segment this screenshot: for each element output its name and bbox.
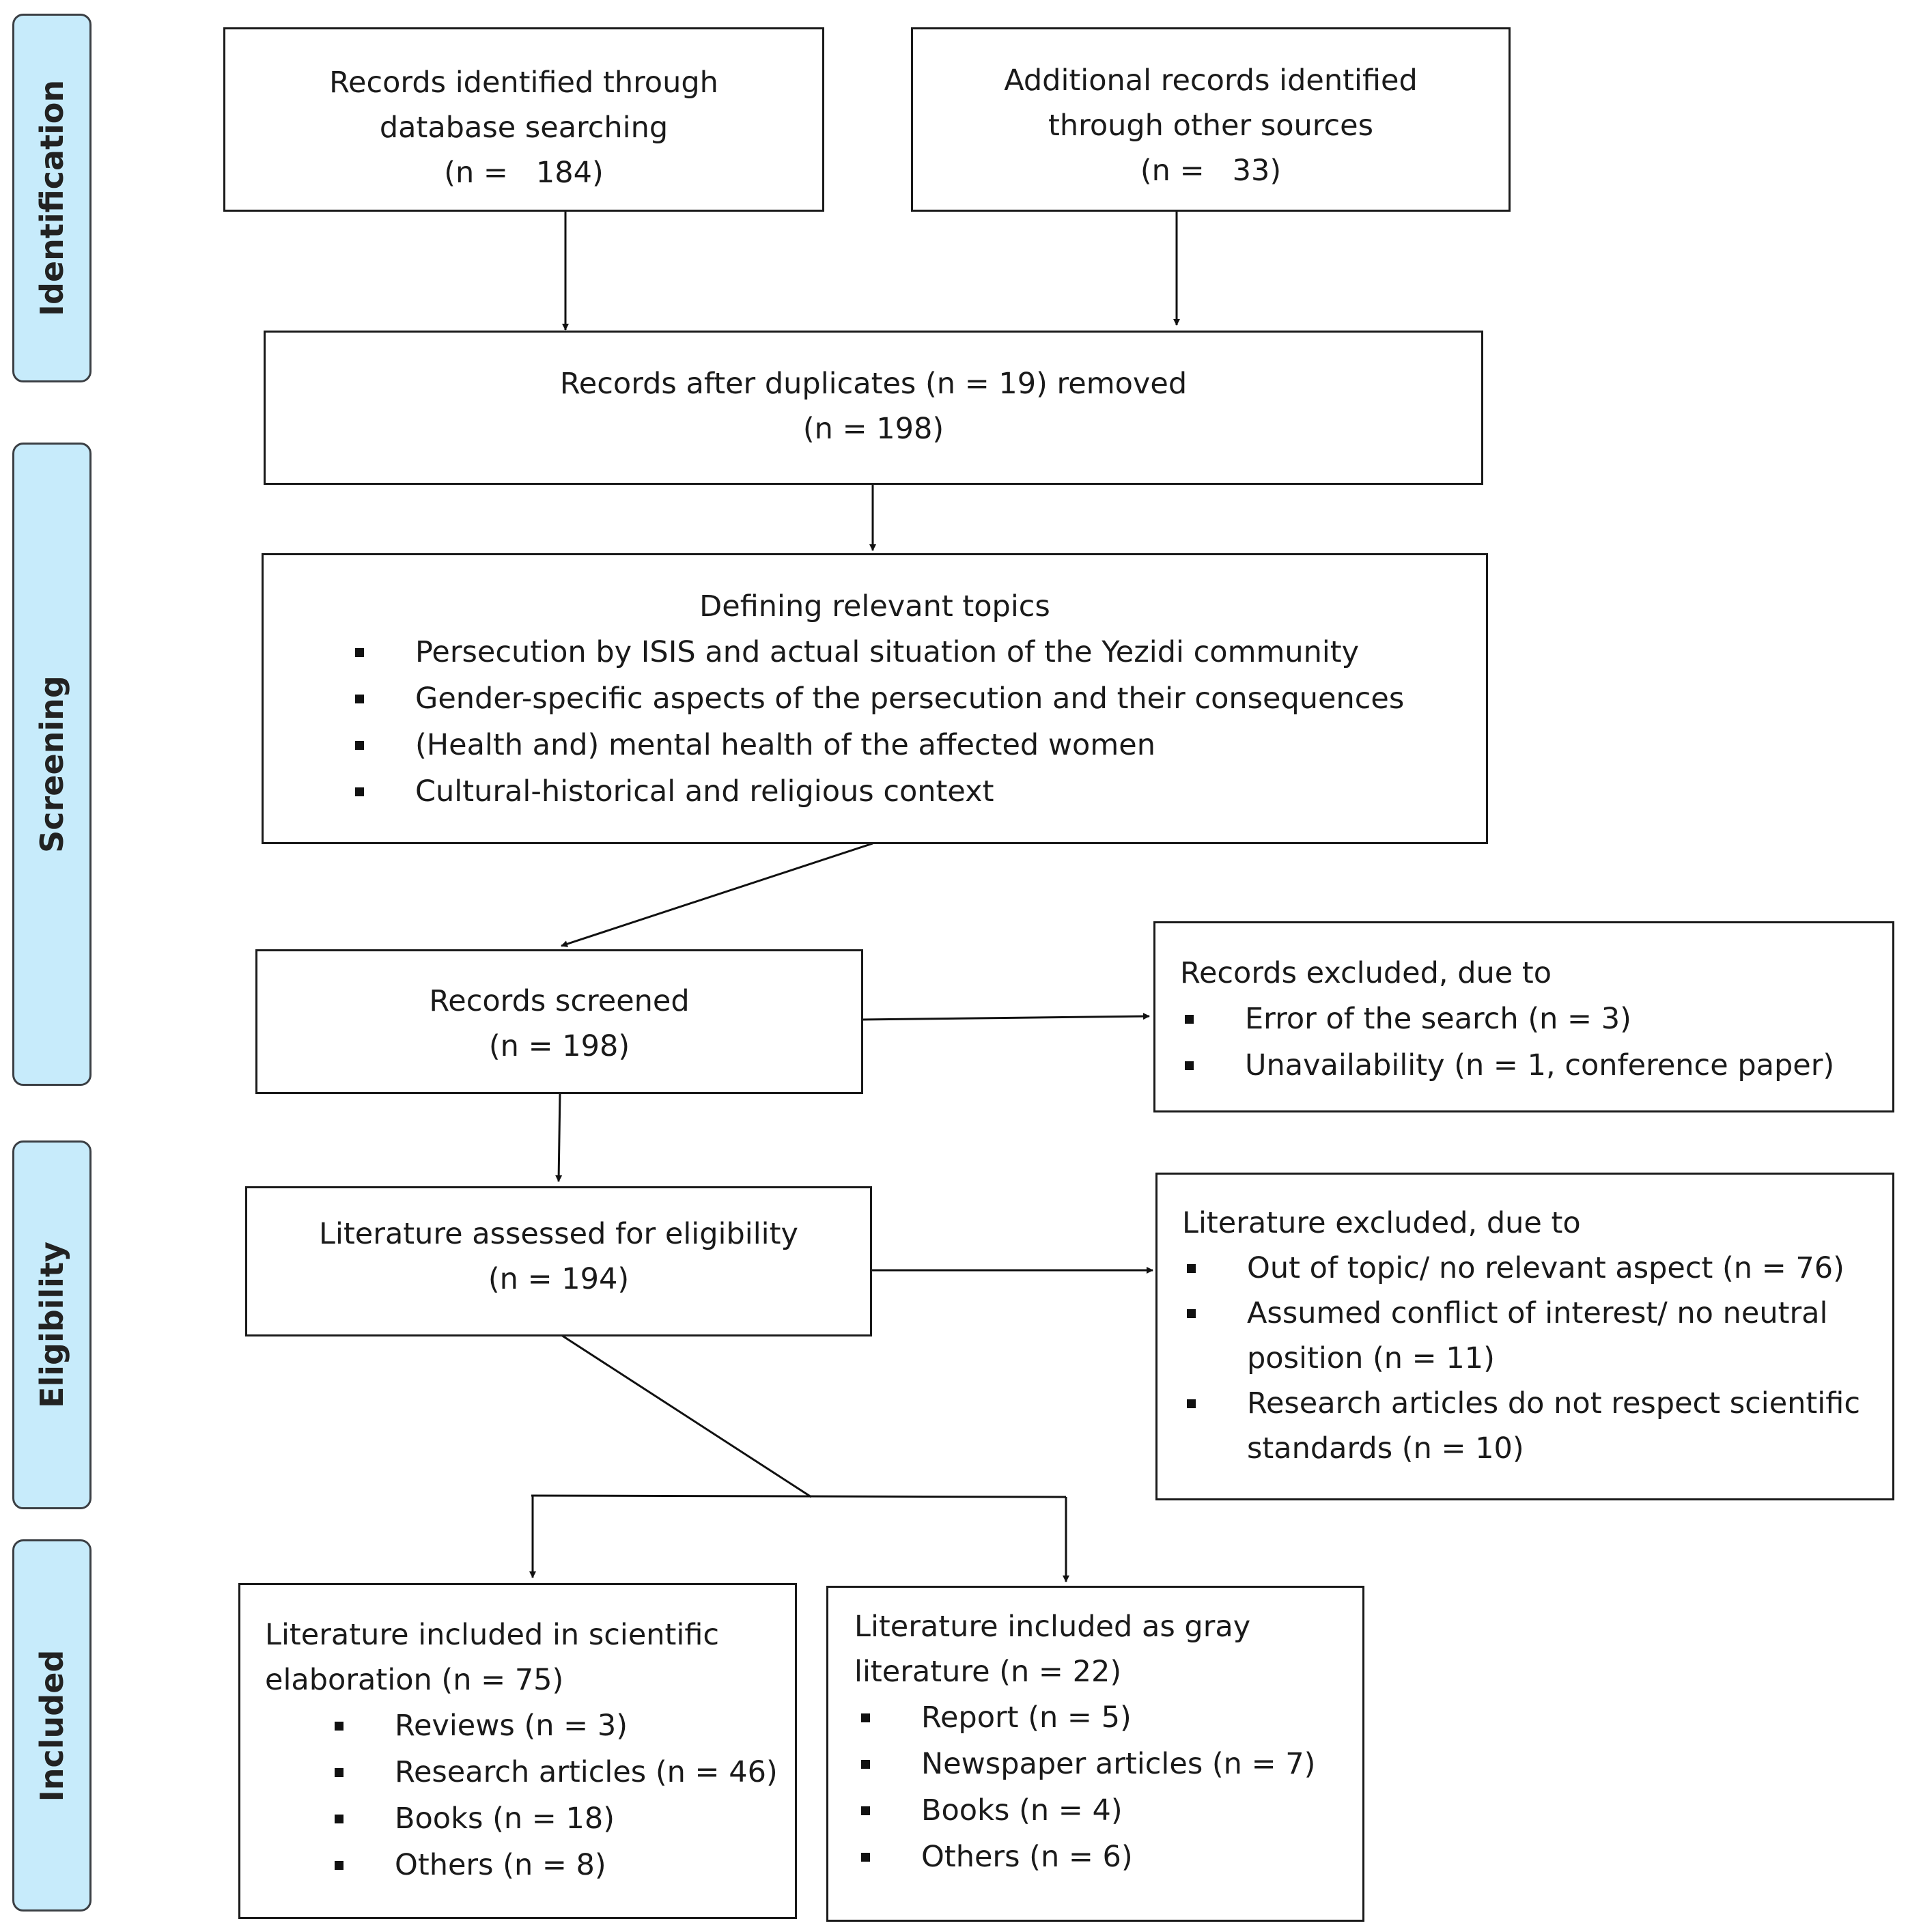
excluded-records-list: Error of the search (n = 3) Unavailabili… (1183, 996, 1834, 1089)
scientific-item: Research articles (n = 46) (333, 1749, 778, 1795)
stage-identification-label: Identification (33, 79, 70, 317)
other-sources-line2: through other sources (1048, 109, 1374, 143)
gray-line1: Literature included as gray (854, 1610, 1251, 1644)
stage-identification: Identification (12, 14, 92, 382)
box-relevant-topics: Defining relevant topics Persecution by … (262, 553, 1488, 844)
eligibility-line1: Literature assessed for eligibility (319, 1217, 798, 1251)
topic-item: Cultural-historical and religious contex… (354, 768, 1404, 815)
other-sources-line1: Additional records identified (1004, 64, 1418, 98)
box-records-screened: Records screened (n = 198) (255, 949, 863, 1094)
gray-item: Books (n = 4) (860, 1787, 1315, 1834)
box-literature-excluded: Literature excluded, due to Out of topic… (1155, 1173, 1894, 1500)
box-included-gray: Literature included as gray literature (… (826, 1586, 1364, 1922)
excluded-record-item: Unavailability (n = 1, conference paper) (1183, 1042, 1834, 1089)
box-eligibility: Literature assessed for eligibility (n =… (245, 1186, 872, 1336)
scientific-item: Others (n = 8) (333, 1842, 778, 1888)
arrow-screened-to-eligibility (555, 1092, 563, 1182)
gray-item: Report (n = 5) (860, 1694, 1315, 1741)
stage-screening-label: Screening (33, 675, 70, 853)
scientific-list: Reviews (n = 3) Research articles (n = 4… (333, 1703, 778, 1888)
database-count: (n = 184) (444, 156, 604, 190)
duplicates-line1: Records after duplicates (n = 19) remove… (559, 367, 1188, 401)
gray-line2: literature (n = 22) (854, 1655, 1122, 1689)
database-line1: Records identified through (329, 66, 718, 100)
box-after-duplicates: Records after duplicates (n = 19) remove… (264, 331, 1483, 485)
arrow-topics-to-screened (561, 842, 873, 947)
scientific-line1: Literature included in scientific (265, 1618, 720, 1652)
stage-eligibility-label: Eligibility (33, 1242, 70, 1408)
box-records-excluded: Records excluded, due to Error of the se… (1153, 921, 1894, 1112)
stage-included: Included (12, 1539, 92, 1912)
line-eligibility-split (561, 1334, 812, 1498)
excluded-literature-item: Research articles do not respect scienti… (1186, 1381, 1868, 1471)
database-line2: database searching (379, 111, 669, 145)
box-database-records: Records identified through database sear… (223, 27, 824, 212)
stage-screening: Screening (12, 443, 92, 1086)
scientific-item: Books (n = 18) (333, 1795, 778, 1842)
excluded-literature-item: Out of topic/ no relevant aspect (n = 76… (1186, 1246, 1868, 1291)
duplicates-line2: (n = 198) (802, 412, 944, 446)
stage-included-label: Included (33, 1649, 70, 1802)
box-included-scientific: Literature included in scientific elabor… (238, 1583, 797, 1919)
screened-line1: Records screened (429, 984, 690, 1018)
topic-item: Persecution by ISIS and actual situation… (354, 629, 1404, 675)
gray-item: Others (n = 6) (860, 1834, 1315, 1880)
topic-item: Gender-specific aspects of the persecuti… (354, 675, 1404, 722)
excluded-literature-item: Assumed conflict of interest/ no neutral… (1186, 1291, 1868, 1381)
topic-item: (Health and) mental health of the affect… (354, 722, 1404, 768)
box-other-sources: Additional records identified through ot… (911, 27, 1511, 212)
scientific-item: Reviews (n = 3) (333, 1703, 778, 1749)
stage-eligibility: Eligibility (12, 1140, 92, 1509)
excluded-record-item: Error of the search (n = 3) (1183, 996, 1834, 1042)
other-sources-count: (n = 33) (1140, 154, 1282, 188)
gray-list: Report (n = 5) Newspaper articles (n = 7… (860, 1694, 1315, 1880)
topics-title: Defining relevant topics (699, 589, 1050, 624)
excluded-literature-list: Out of topic/ no relevant aspect (n = 76… (1186, 1246, 1868, 1471)
arrow-screened-to-excluded (862, 1013, 1150, 1021)
line-split-horizontal (531, 1494, 1067, 1498)
screened-line2: (n = 198) (488, 1029, 630, 1063)
gray-item: Newspaper articles (n = 7) (860, 1741, 1315, 1787)
excluded-records-title: Records excluded, due to (1180, 956, 1552, 990)
excluded-literature-title: Literature excluded, due to (1182, 1206, 1581, 1240)
topics-list: Persecution by ISIS and actual situation… (354, 629, 1404, 815)
scientific-line2: elaboration (n = 75) (265, 1663, 564, 1697)
eligibility-line2: (n = 194) (488, 1262, 630, 1296)
